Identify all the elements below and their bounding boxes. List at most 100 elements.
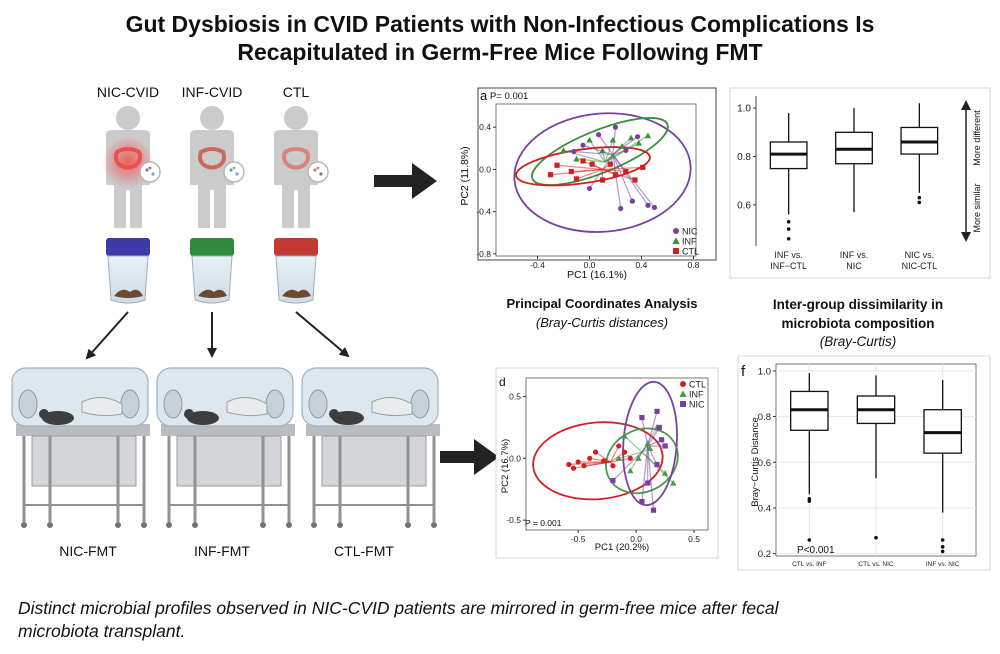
data-point bbox=[661, 469, 669, 476]
glove-port bbox=[18, 389, 38, 419]
data-point bbox=[554, 162, 560, 168]
person-icon bbox=[274, 106, 329, 228]
patient-nic-cvid: NIC-CVID bbox=[97, 84, 161, 304]
x-tick-label: -0.4 bbox=[530, 260, 545, 270]
data-point bbox=[618, 143, 626, 149]
cart-wheel bbox=[166, 522, 172, 528]
data-point bbox=[571, 148, 577, 155]
data-point bbox=[547, 172, 554, 178]
y-tick-label: 0.2 bbox=[758, 549, 771, 560]
data-point bbox=[644, 132, 652, 139]
centroid-spoke bbox=[573, 150, 613, 156]
patient-label: CTL bbox=[283, 84, 310, 100]
data-point bbox=[651, 204, 658, 211]
patient-ctl: CTL bbox=[274, 84, 329, 304]
y-axis-label: PC2 (11.8%) bbox=[459, 146, 471, 205]
data-point bbox=[609, 136, 617, 143]
confidence-ellipse bbox=[515, 146, 651, 187]
data-point bbox=[680, 381, 686, 387]
data-point bbox=[595, 132, 602, 138]
x-tick-label: 0.0 bbox=[584, 260, 596, 270]
title-line-2: Recapitulated in Germ-Free Mice Followin… bbox=[237, 39, 762, 65]
centroid-spoke bbox=[612, 154, 649, 206]
category-label: CTL vs. INF bbox=[792, 561, 826, 568]
data-point bbox=[680, 401, 686, 407]
y-tick-label: -0.5 bbox=[506, 515, 521, 525]
y-tick-label: 0.0 bbox=[479, 164, 491, 174]
data-point bbox=[627, 467, 634, 474]
data-point bbox=[673, 228, 679, 234]
data-point bbox=[632, 177, 638, 183]
centroid-spoke bbox=[556, 164, 603, 171]
caption-line-2: microbiota transplant. bbox=[18, 621, 185, 641]
data-point bbox=[634, 134, 641, 140]
cart-wheel bbox=[431, 522, 437, 528]
category-label: INF vs. bbox=[840, 250, 869, 260]
patient-label: NIC-CVID bbox=[97, 84, 159, 100]
isolator-ctl-fmt bbox=[301, 367, 440, 528]
jar-cap bbox=[106, 238, 150, 256]
outlier-point bbox=[807, 499, 812, 503]
x-tick-label: 0.5 bbox=[688, 534, 700, 544]
data-point bbox=[573, 176, 580, 182]
data-point bbox=[644, 440, 651, 447]
centroid-spoke bbox=[576, 168, 603, 180]
legend-label: CTL bbox=[689, 380, 706, 390]
centroid-spoke bbox=[583, 461, 611, 467]
category-label: NIC-CTL bbox=[902, 261, 938, 271]
centroid-spoke bbox=[641, 417, 649, 447]
jar-cap bbox=[190, 238, 234, 256]
data-point bbox=[629, 198, 635, 204]
data-point bbox=[618, 205, 624, 212]
centroid-spoke bbox=[595, 451, 611, 463]
centroid-spoke bbox=[563, 149, 606, 163]
data-point bbox=[592, 449, 599, 455]
legend-label: INF bbox=[682, 237, 697, 247]
outlier-point bbox=[874, 535, 878, 540]
mouse-head bbox=[184, 409, 194, 419]
data-point bbox=[672, 237, 680, 244]
outlier-point bbox=[917, 195, 922, 200]
data-point bbox=[580, 158, 586, 164]
data-point bbox=[627, 134, 635, 141]
centroid-spoke bbox=[624, 435, 643, 453]
panel-b-subheading: (Bray-Curtis) bbox=[820, 334, 897, 349]
centroid-spoke bbox=[602, 166, 643, 171]
arrow-icon bbox=[85, 311, 129, 360]
y-tick-label: 0.0 bbox=[509, 453, 521, 463]
data-point bbox=[640, 164, 646, 170]
centroid-spoke bbox=[604, 145, 623, 163]
centroid-spoke bbox=[604, 142, 640, 163]
data-point bbox=[580, 142, 586, 148]
x-tick-label: 0.4 bbox=[636, 260, 648, 270]
p-value: P<0.001 bbox=[797, 545, 835, 556]
data-point bbox=[586, 136, 593, 143]
y-tick-label: 1.0 bbox=[737, 104, 751, 115]
data-point bbox=[568, 168, 574, 175]
mouse-icon bbox=[42, 411, 74, 425]
y-tick-label: 0.5 bbox=[509, 392, 521, 402]
similarity-arrow: More different More similar bbox=[961, 100, 982, 242]
category-label: NIC vs. bbox=[905, 250, 935, 260]
category-label: CTL vs. NIC bbox=[858, 561, 893, 568]
y-tick-label: 0.8 bbox=[758, 412, 771, 423]
cart-wheel bbox=[260, 522, 266, 528]
big-arrow-icon bbox=[440, 439, 499, 475]
panel-a-subheading: (Bray-Curtis distances) bbox=[536, 315, 668, 330]
centroid-spoke bbox=[610, 451, 625, 463]
centroid-spoke bbox=[629, 451, 643, 472]
mouse-head bbox=[39, 409, 49, 419]
data-point bbox=[623, 168, 629, 175]
cart-top bbox=[306, 424, 440, 436]
data-point bbox=[639, 414, 645, 421]
glove-port bbox=[265, 389, 285, 419]
x-tick-label: -0.5 bbox=[571, 534, 586, 544]
data-point bbox=[612, 124, 619, 130]
cart-body bbox=[321, 435, 427, 487]
y-tick-label: -0.8 bbox=[476, 249, 491, 259]
y-tick-label: 0.6 bbox=[737, 200, 751, 211]
patient-inf-cvid: INF-CVID bbox=[182, 84, 245, 304]
glove-port bbox=[410, 389, 430, 419]
mouse-icon bbox=[187, 411, 219, 425]
